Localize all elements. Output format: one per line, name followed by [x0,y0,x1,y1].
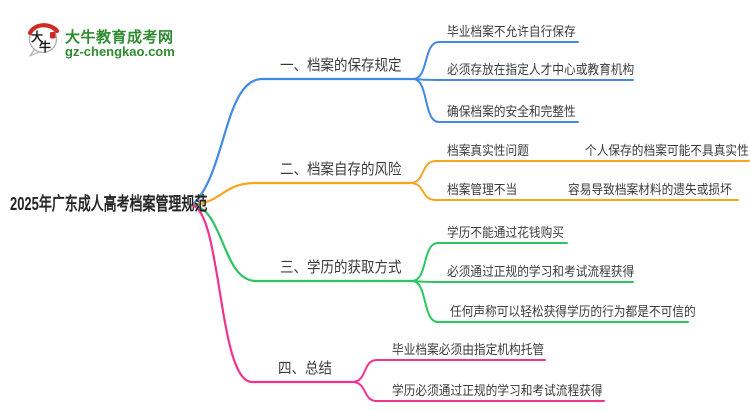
svg-text:大: 大 [31,29,43,44]
branch1-leaf1: 毕业档案不允许自行保存 [447,24,576,39]
branch3-leaf2: 必须通过正规的学习和考试流程获得 [447,264,635,279]
site-logo: 大 牛 大牛教育成考网 gz-chengkao.com [12,8,212,60]
branch1-label: 一、档案的保存规定 [280,57,402,74]
branch3-lines [190,203,689,323]
branch1-leaf2: 必须存放在指定人才中心或教育机构 [447,62,635,77]
branch4-label: 四、总结 [278,360,333,377]
root-topic: 2025年广东成人高考档案管理规范 [10,194,208,214]
branch4-lines [190,203,605,402]
svg-text:牛: 牛 [39,39,51,54]
logo-icon: 大 牛 [27,23,60,57]
branch3-leaf3: 任何声称可以轻松获得学历的行为都是不可信的 [450,304,696,319]
branch2-label: 二、档案自存的风险 [280,161,402,178]
branch2-lines [190,160,750,207]
branch2-leaf1: 档案真实性问题 [447,143,529,158]
branch4-leaf1: 毕业档案必须由指定机构托管 [392,342,545,357]
branch4-leaf2: 学历必须通过正规的学习和考试流程获得 [392,383,603,398]
branch2-leaf2-detail: 容易导致档案材料的遗失或损坏 [568,182,732,197]
branch1-leaf3: 确保档案的安全和完整性 [447,104,576,119]
logo-url: gz-chengkao.com [65,44,175,59]
logo-title: 大牛教育成考网 [65,29,174,46]
branch2-leaf2: 档案管理不当 [447,182,518,197]
branch1-lines [190,41,634,207]
branch3-label: 三、学历的获取方式 [280,259,402,276]
branch2-leaf1-detail: 个人保存的档案可能不具真实性 [585,143,749,158]
branch3-leaf1: 学历不能通过花钱购买 [447,225,565,240]
